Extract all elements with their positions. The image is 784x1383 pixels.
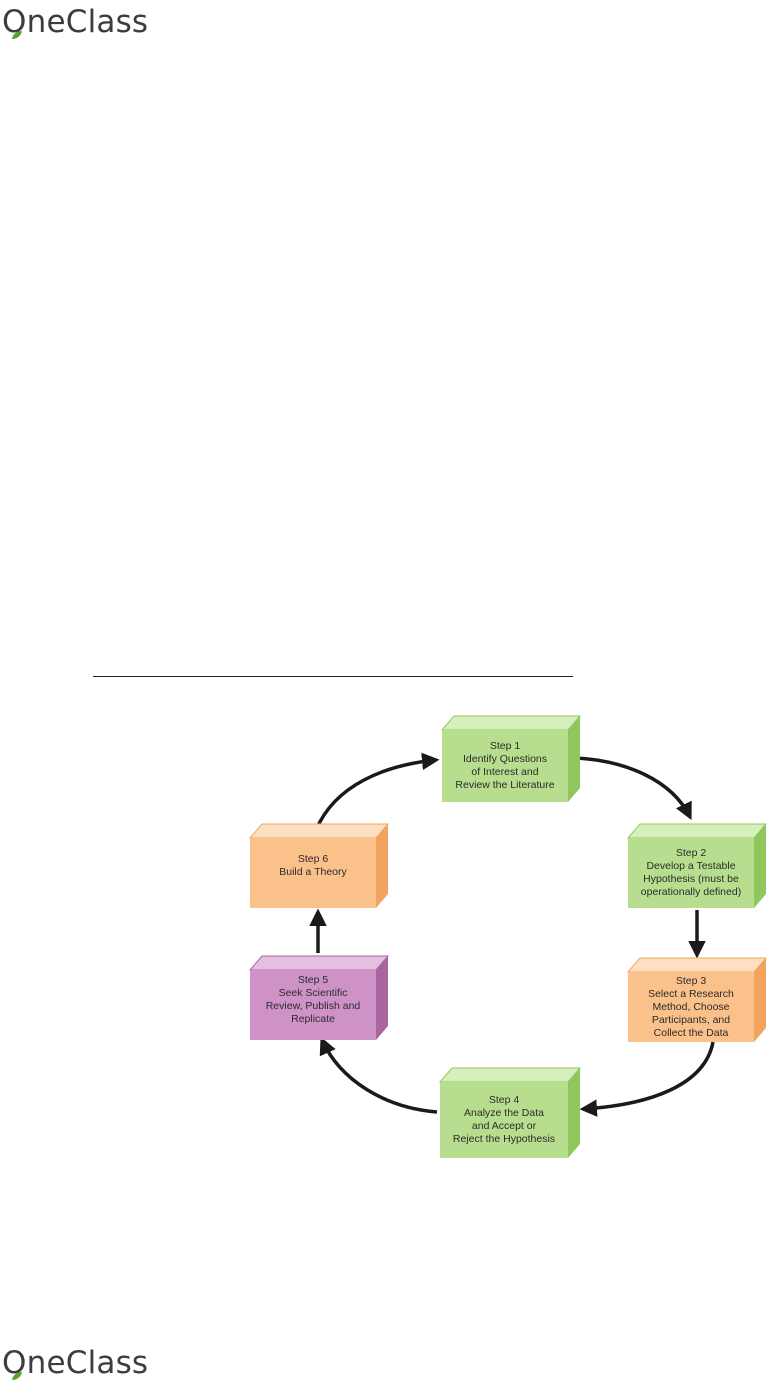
oneclass-logo-top: OneClass	[2, 2, 148, 42]
step-5-line-3: Replicate	[291, 1013, 335, 1025]
step-3-text: Step 3 Select a Research Method, Choose …	[628, 972, 754, 1042]
step-2-box	[626, 823, 768, 908]
step-3-box	[626, 957, 768, 1042]
step-4-title: Step 4	[488, 1094, 520, 1106]
step-1-title: Step 1	[489, 740, 521, 752]
step-6-title: Step 6	[297, 853, 329, 865]
arrow-1-to-2	[573, 756, 692, 821]
step-2-text: Step 2 Develop a Testable Hypothesis (mu…	[628, 838, 754, 908]
leaf-icon	[12, 31, 22, 39]
step-6-box	[248, 823, 390, 908]
step-6-text: Step 6 Build a Theory	[250, 838, 376, 894]
step-2-line-1: Develop a Testable	[646, 860, 736, 872]
step-4-line-2: and Accept or	[471, 1120, 537, 1132]
step-5-text: Step 5 Seek Scientific Review, Publish a…	[250, 970, 376, 1030]
step-1-line-3: Review the Literature	[455, 779, 555, 791]
step-2-line-3: operationally defined)	[640, 886, 742, 898]
step-4-text: Step 4 Analyze the Data and Accept or Re…	[440, 1082, 568, 1158]
step-2-title: Step 2	[675, 847, 707, 859]
leaf-icon	[12, 1372, 22, 1380]
step-2-line-2: Hypothesis (must be	[643, 873, 739, 885]
step-5-line-2: Review, Publish and	[265, 1000, 361, 1012]
oneclass-logo-bottom: OneClass	[2, 1343, 148, 1383]
arrow-3-to-4	[579, 1041, 715, 1117]
step-3-line-4: Collect the Data	[653, 1026, 729, 1039]
step-4-line-3: Reject the Hypothesis	[452, 1133, 556, 1145]
horizontal-rule	[93, 676, 573, 677]
logo-text: OneClass	[2, 1345, 149, 1381]
step-3-line-1: Select a Research	[648, 987, 734, 1000]
step-5-box	[248, 955, 390, 1040]
step-5-line-1: Seek Scientific	[278, 987, 348, 999]
arrow-6-to-1	[314, 752, 440, 831]
step-1-line-1: Identify Questions	[462, 753, 548, 765]
step-4-line-1: Analyze the Data	[464, 1107, 544, 1119]
step-1-line-2: of Interest and	[471, 766, 539, 778]
step-3-line-2: Method, Choose	[652, 1000, 730, 1013]
step-1-text: Step 1 Identify Questions of Interest an…	[442, 730, 568, 802]
step-5-title: Step 5	[297, 974, 329, 986]
logo-text: OneClass	[2, 4, 149, 40]
step-3-title: Step 3	[675, 974, 707, 987]
step-4-box	[438, 1067, 582, 1158]
step-3-line-3: Participants, and	[651, 1013, 731, 1026]
step-6-line-1: Build a Theory	[279, 866, 347, 878]
arrow-4-to-5	[319, 1036, 438, 1114]
step-1-box	[440, 715, 582, 802]
